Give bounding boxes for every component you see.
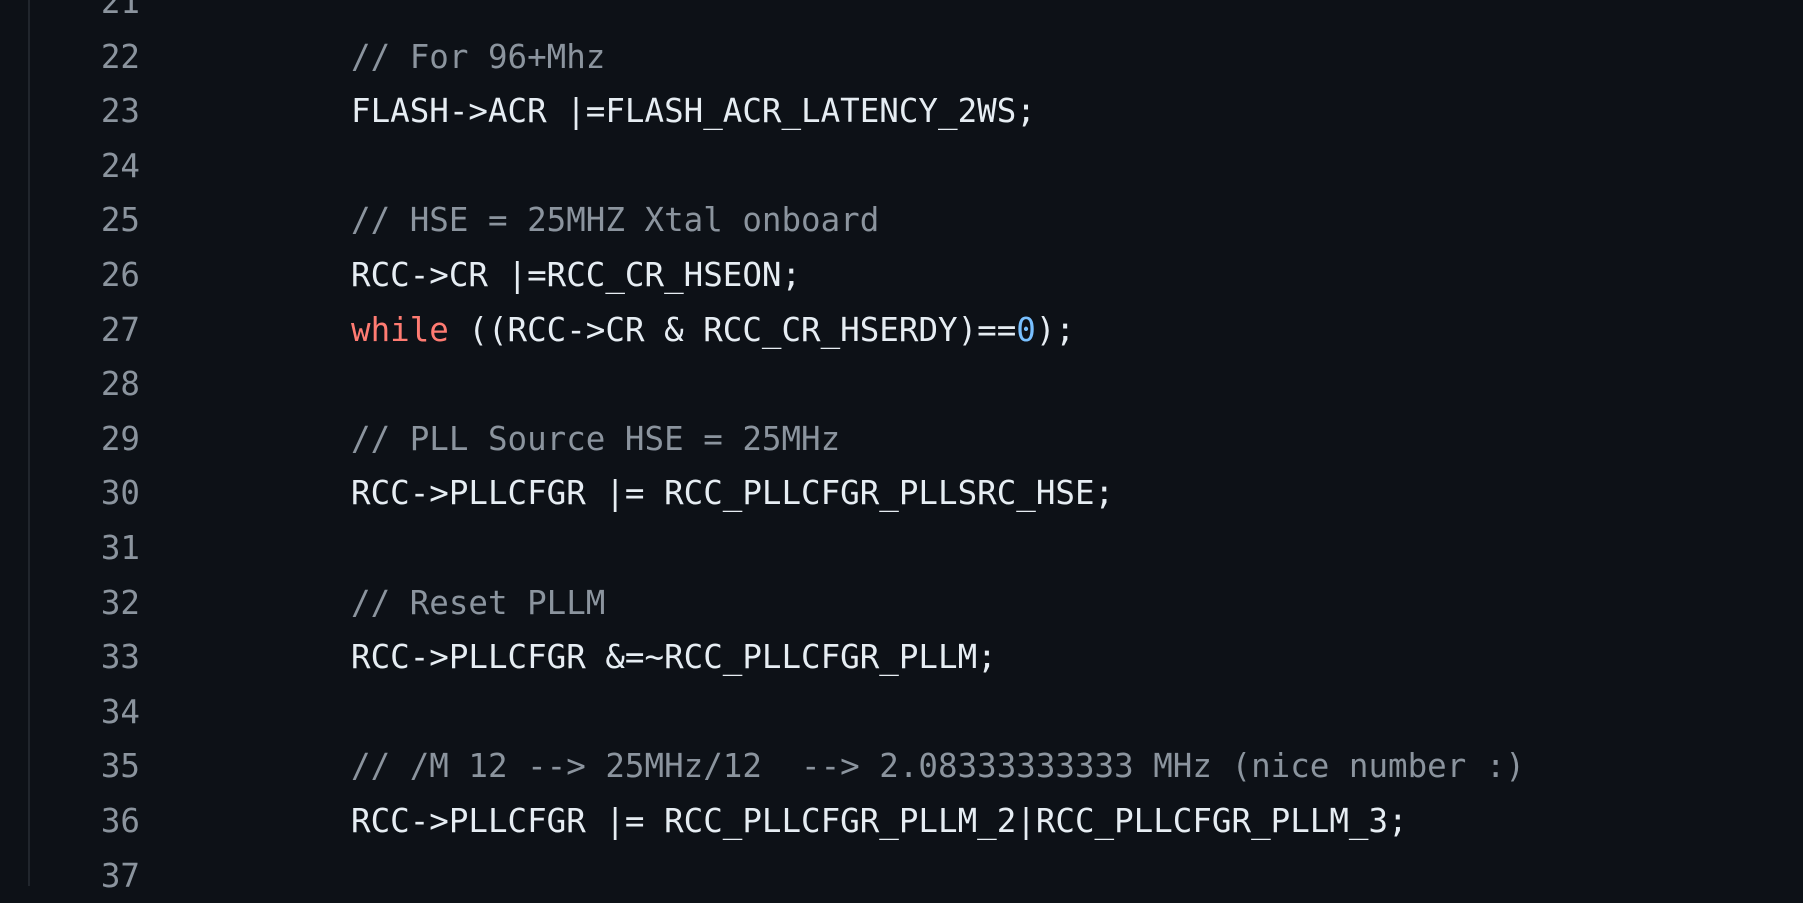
line-number[interactable]: 31 xyxy=(60,521,140,576)
line-source: RCC->PLLCFGR |= RCC_PLLCFGR_PLLM_2|RCC_P… xyxy=(351,794,1408,849)
token-plain: RCC->PLLCFGR &=~RCC_PLLCFGR_PLLM; xyxy=(351,638,997,676)
gutter-border xyxy=(28,0,30,886)
line-source: while ((RCC->CR & RCC_CR_HSERDY)==0); xyxy=(351,303,1075,358)
line-number[interactable]: 29 xyxy=(60,412,140,467)
token-comment: // PLL Source HSE = 25MHz xyxy=(351,420,840,458)
token-comment: // /M 12 --> 25MHz/12 --> 2.08333333333 … xyxy=(351,747,1525,785)
token-plain: RCC->CR |=RCC_CR_HSEON; xyxy=(351,256,801,294)
line-source: RCC->PLLCFGR &=~RCC_PLLCFGR_PLLM; xyxy=(351,630,997,685)
line-number[interactable]: 32 xyxy=(60,576,140,631)
token-comment: // For 96+Mhz xyxy=(351,38,605,76)
token-comment: // HSE = 25MHZ Xtal onboard xyxy=(351,201,879,239)
line-source: // Reset PLLM xyxy=(351,576,605,631)
token-plain: RCC->PLLCFGR |= RCC_PLLCFGR_PLLM_2|RCC_P… xyxy=(351,802,1408,840)
token-plain: FLASH->ACR |=FLASH_ACR_LATENCY_2WS; xyxy=(351,92,1036,130)
line-number[interactable]: 25 xyxy=(60,193,140,248)
line-number[interactable]: 36 xyxy=(60,794,140,849)
line-number[interactable]: 27 xyxy=(60,303,140,358)
token-number: 0 xyxy=(1016,311,1036,349)
token-plain: ); xyxy=(1036,311,1075,349)
line-source: RCC->CR |=RCC_CR_HSEON; xyxy=(351,248,801,303)
line-source: // HSE = 25MHZ Xtal onboard xyxy=(351,193,879,248)
line-number[interactable]: 35 xyxy=(60,739,140,794)
line-number[interactable]: 30 xyxy=(60,466,140,521)
line-number[interactable]: 24 xyxy=(60,139,140,194)
line-number[interactable]: 26 xyxy=(60,248,140,303)
line-number[interactable]: 28 xyxy=(60,357,140,412)
line-source: // /M 12 --> 25MHz/12 --> 2.08333333333 … xyxy=(351,739,1525,794)
line-source: RCC->PLLCFGR |= RCC_PLLCFGR_PLLSRC_HSE; xyxy=(351,466,1114,521)
line-number[interactable]: 33 xyxy=(60,630,140,685)
line-number[interactable]: 34 xyxy=(60,685,140,740)
line-number[interactable]: 21 xyxy=(60,0,140,30)
line-source: // PLL Source HSE = 25MHz xyxy=(351,412,840,467)
token-comment: // Reset PLLM xyxy=(351,584,605,622)
line-source: // For 96+Mhz xyxy=(351,30,605,85)
line-number[interactable]: 22 xyxy=(60,30,140,85)
line-number[interactable]: 23 xyxy=(60,84,140,139)
line-source: FLASH->ACR |=FLASH_ACR_LATENCY_2WS; xyxy=(351,84,1036,139)
token-keyword: while xyxy=(351,311,449,349)
token-plain: RCC->PLLCFGR |= RCC_PLLCFGR_PLLSRC_HSE; xyxy=(351,474,1114,512)
token-plain: ((RCC->CR & RCC_CR_HSERDY)== xyxy=(449,311,1016,349)
line-number[interactable]: 37 xyxy=(60,849,140,903)
